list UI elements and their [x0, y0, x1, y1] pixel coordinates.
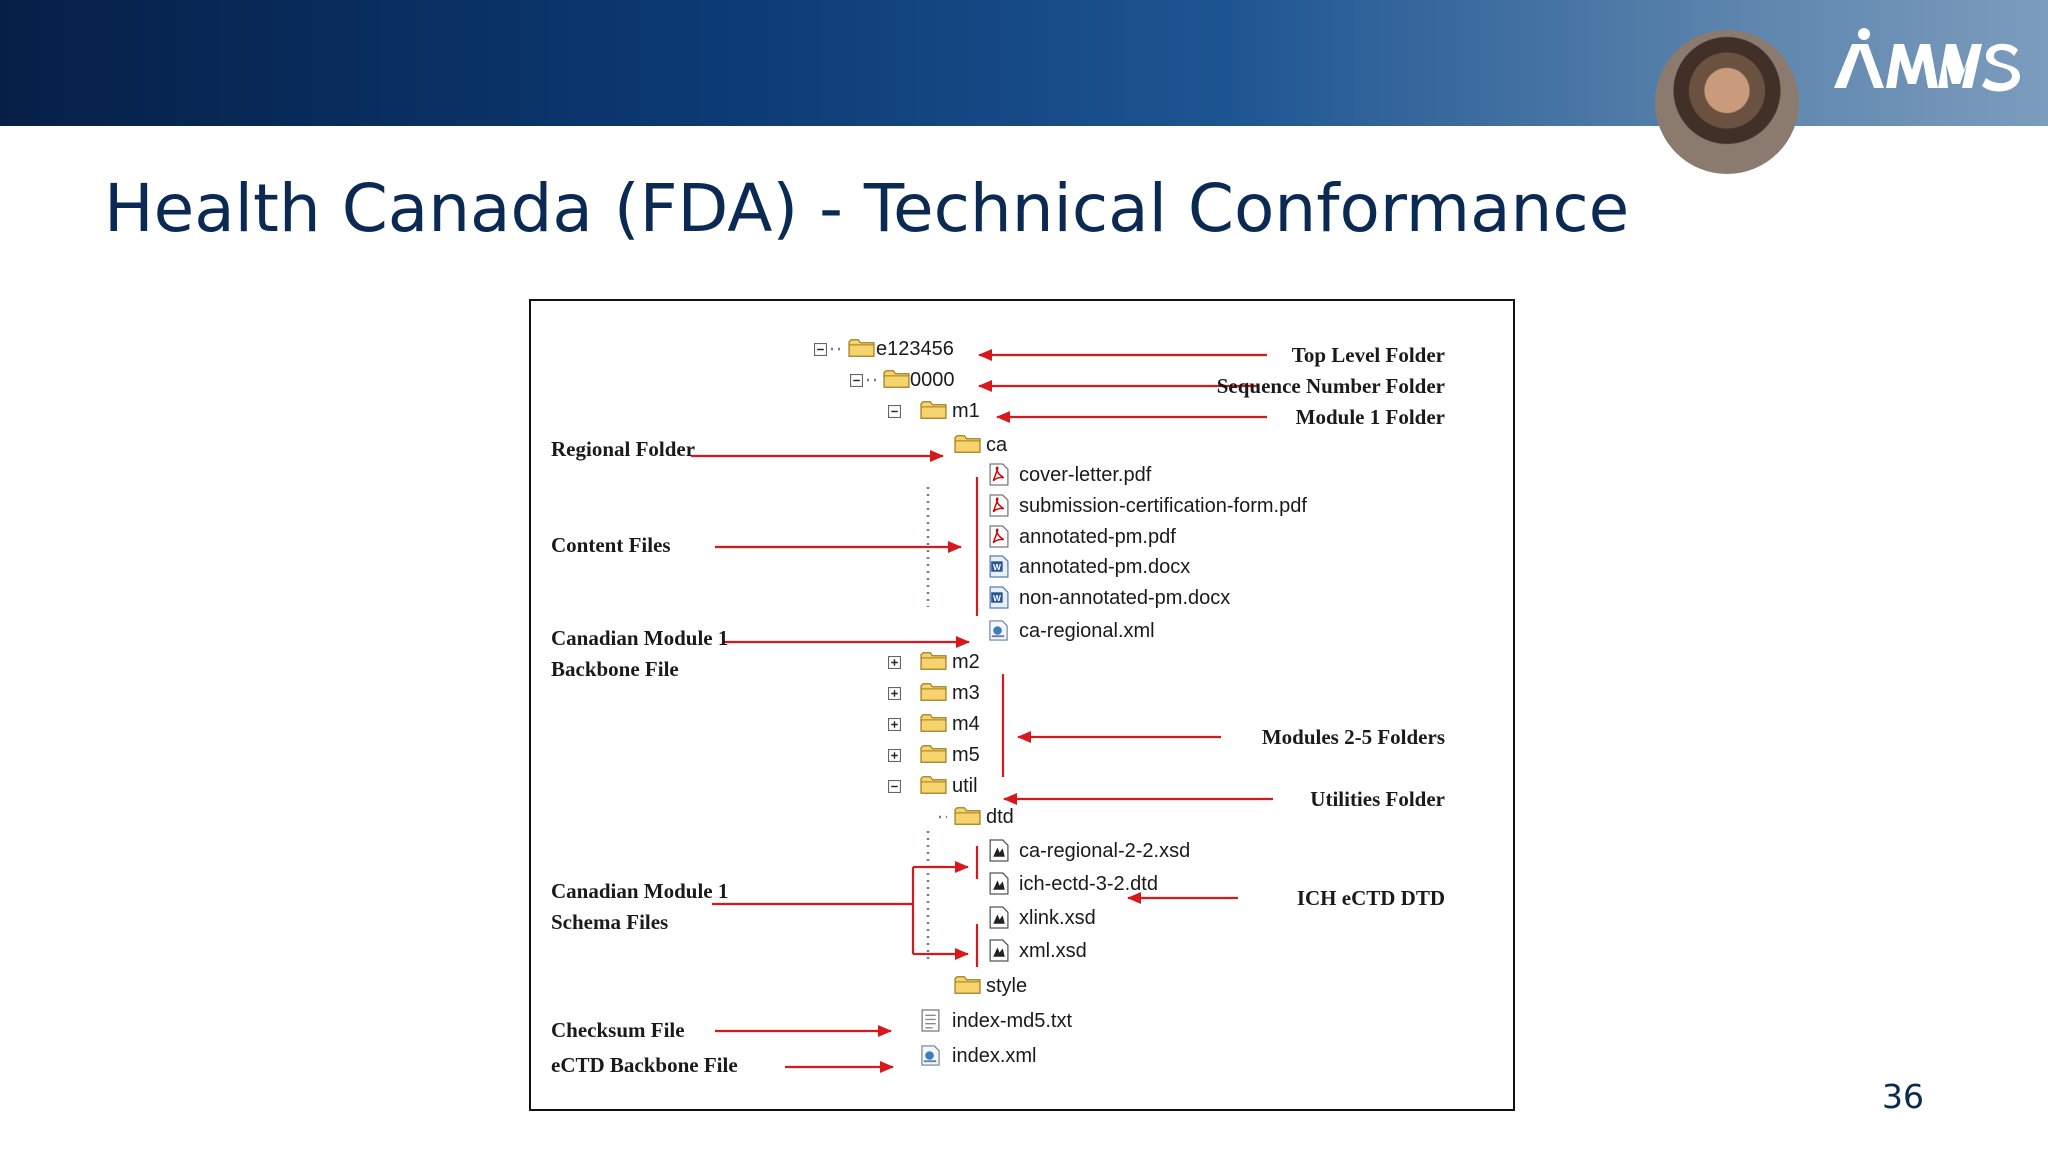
tree-item-label: util — [952, 775, 978, 797]
tree-item-xml-xsd: xml.xsd — [989, 939, 1087, 962]
presenter-avatar — [1655, 30, 1799, 174]
tree-item-m5: m5 — [888, 744, 980, 766]
annotation-label-schema-m1: Schema Files — [551, 910, 668, 934]
schema-file-icon — [989, 872, 1009, 895]
annotation-label-module-1: Module 1 Folder — [1296, 405, 1445, 429]
tree-item-label: ich-ectd-3-2.dtd — [1019, 873, 1158, 895]
annotation-label-sequence-number: Sequence Number Folder — [1217, 374, 1445, 398]
tree-item-ca: ca — [954, 434, 1008, 456]
folder-icon — [920, 401, 947, 419]
annotation-label-ectd-backbone: eCTD Backbone File — [551, 1053, 738, 1077]
collapse-icon[interactable] — [888, 780, 901, 793]
tree-item-annotated-pm-pdf: annotated-pm.pdf — [989, 525, 1176, 548]
tree-item-label: ca-regional-2-2.xsd — [1019, 840, 1190, 862]
collapse-icon[interactable] — [814, 343, 827, 356]
schema-file-icon — [989, 839, 1009, 862]
pdf-file-icon — [989, 463, 1009, 486]
annotation-label-checksum: Checksum File — [551, 1018, 685, 1042]
tree-item-label: dtd — [986, 806, 1014, 828]
tree-item-label: annotated-pm.docx — [1019, 556, 1190, 578]
pdf-file-icon — [989, 494, 1009, 517]
tree-item-util: util — [888, 775, 978, 797]
expand-icon[interactable] — [888, 718, 901, 731]
annotation-label-utilities: Utilities Folder — [1310, 787, 1445, 811]
collapse-icon[interactable] — [888, 405, 901, 418]
word-file-icon — [989, 555, 1009, 578]
annotation-label-regional: Regional Folder — [551, 437, 695, 461]
tree-item-xlink-xsd: xlink.xsd — [989, 906, 1096, 929]
page-number: 36 — [1882, 1077, 1924, 1116]
tree-item-label: non-annotated-pm.docx — [1019, 587, 1230, 609]
tree-item-label: e123456 — [876, 338, 954, 360]
tree-item-label: ca-regional.xml — [1019, 620, 1155, 642]
tree-item-label: submission-certification-form.pdf — [1019, 495, 1307, 517]
collapse-icon[interactable] — [850, 374, 863, 387]
tree-item-label: m1 — [952, 400, 980, 422]
tree-item-m1: m1 — [888, 400, 980, 422]
folder-icon — [883, 370, 910, 388]
folder-icon — [920, 776, 947, 794]
tree-item-label: xlink.xsd — [1019, 907, 1096, 929]
tree-item-label: m2 — [952, 651, 980, 673]
tree-item-ca-regional-xsd: ca-regional-2-2.xsd — [989, 839, 1190, 862]
tree-item-m4: m4 — [888, 713, 980, 735]
tree-item-dtd: dtd — [939, 806, 1014, 828]
tree-item-m3: m3 — [888, 682, 980, 704]
xml-file-icon — [989, 620, 1008, 641]
text-file-icon — [921, 1009, 940, 1032]
tree-item-label: annotated-pm.pdf — [1019, 526, 1176, 548]
folder-icon — [920, 652, 947, 670]
tree-item-label: index.xml — [952, 1045, 1036, 1067]
xml-file-icon — [921, 1045, 940, 1066]
tree-item-submission-certification-form: submission-certification-form.pdf — [989, 494, 1307, 517]
folder-icon — [954, 435, 981, 453]
tree-item-0000: 0000 — [850, 369, 955, 391]
word-file-icon — [989, 586, 1009, 609]
expand-icon[interactable] — [888, 656, 901, 669]
tree-item-label: index-md5.txt — [952, 1010, 1072, 1032]
schema-file-icon — [989, 939, 1009, 962]
annotation-label-content: Content Files — [551, 533, 671, 557]
tree-item-cover-letter: cover-letter.pdf — [989, 463, 1152, 486]
tree-item-label: ca — [986, 434, 1008, 456]
expand-icon[interactable] — [888, 749, 901, 762]
annotation-label-top-level: Top Level Folder — [1292, 343, 1445, 367]
schema-file-icon — [989, 906, 1009, 929]
tree-item-label: cover-letter.pdf — [1019, 464, 1152, 486]
slide-title: Health Canada (FDA) - Technical Conforma… — [104, 170, 1630, 247]
annotation-label-backbone-m1: Canadian Module 1 — [551, 626, 728, 650]
annotation-label-schema-m1: Canadian Module 1 — [551, 879, 728, 903]
tree-item-index-md5: index-md5.txt — [921, 1009, 1072, 1032]
tree-item-label: xml.xsd — [1019, 940, 1087, 962]
expand-icon[interactable] — [888, 687, 901, 700]
folder-icon — [848, 339, 875, 357]
annotation-label-modules-2-5: Modules 2-5 Folders — [1262, 725, 1445, 749]
tree-item-label: m3 — [952, 682, 980, 704]
folder-icon — [954, 807, 981, 825]
tree-item-annotated-pm-docx: annotated-pm.docx — [989, 555, 1190, 578]
tree-item-m2: m2 — [888, 651, 980, 673]
annotation-label-ich-ectd-dtd: ICH eCTD DTD — [1297, 886, 1445, 910]
tree-item-e123456: e123456 — [814, 338, 954, 360]
tree-item-ich-ectd-dtd: ich-ectd-3-2.dtd — [989, 872, 1158, 895]
tree-item-style: style — [954, 975, 1027, 997]
annotation-label-backbone-m1: Backbone File — [551, 657, 679, 681]
tree-item-label: style — [986, 975, 1027, 997]
tree-item-label: 0000 — [910, 369, 955, 391]
pdf-file-icon — [989, 525, 1009, 548]
tree-item-label: m4 — [952, 713, 980, 735]
folder-icon — [920, 683, 947, 701]
tree-item-label: m5 — [952, 744, 980, 766]
folder-icon — [920, 745, 947, 763]
folder-icon — [920, 714, 947, 732]
tree-item-ca-regional-xml: ca-regional.xml — [989, 620, 1155, 642]
tree-item-index-xml: index.xml — [921, 1045, 1036, 1067]
folder-icon — [954, 976, 981, 994]
amms-logo-icon — [1834, 28, 2020, 92]
tree-item-non-annotated-pm-docx: non-annotated-pm.docx — [989, 586, 1230, 609]
